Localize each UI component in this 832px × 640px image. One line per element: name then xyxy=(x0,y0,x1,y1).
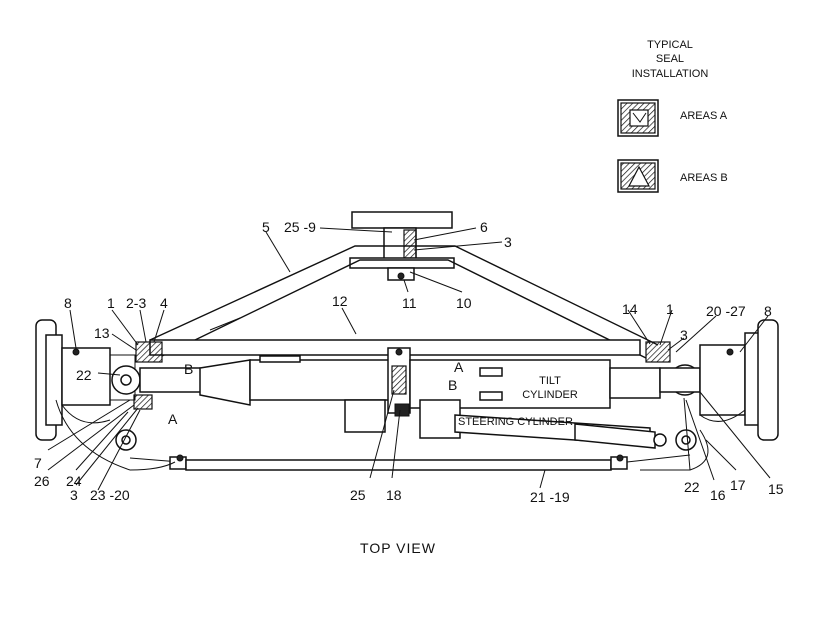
callout-10: 10 xyxy=(456,295,472,311)
legend-title-line-3: INSTALLATION xyxy=(632,68,709,80)
callout-26: 26 xyxy=(34,473,50,489)
steering-cylinder-label: STEERING CYLINDER xyxy=(458,416,573,428)
callout-6: 6 xyxy=(480,219,488,235)
callout-labels: 5 25 -9 6 3 11 10 12 8 1 2-3 4 13 22 B A… xyxy=(34,219,784,505)
a-frame xyxy=(149,245,659,359)
callout-12: 12 xyxy=(332,293,348,309)
legend-areas-a-label: AREAS A xyxy=(680,110,728,122)
seal-b-icon xyxy=(617,159,659,193)
legend-title-line-2: SEAL xyxy=(656,53,684,65)
callout-13: 13 xyxy=(94,325,110,341)
callout-5: 5 xyxy=(262,219,270,235)
callout-14: 14 xyxy=(622,301,638,317)
callout-15: 15 xyxy=(768,481,784,497)
callout-a-left: A xyxy=(168,411,178,427)
legend-areas-b-label: AREAS B xyxy=(680,172,728,184)
callout-7: 7 xyxy=(34,455,42,471)
tilt-cylinder-label-1: TILT xyxy=(539,375,561,387)
steering-cylinder xyxy=(454,414,667,449)
component-labels: TILT CYLINDER STEERING CYLINDER xyxy=(458,375,578,428)
left-knuckle xyxy=(111,341,211,451)
callout-24: 24 xyxy=(66,473,82,489)
leader-lines xyxy=(47,227,771,491)
callout-11: 11 xyxy=(402,295,417,311)
callout-25-9: 25 -9 xyxy=(284,219,316,235)
callout-16: 16 xyxy=(710,487,726,503)
view-caption: TOP VIEW xyxy=(360,540,436,556)
callout-a-center: A xyxy=(454,359,464,375)
callout-25-bottom: 25 xyxy=(350,487,366,503)
callout-18: 18 xyxy=(386,487,402,503)
left-hub xyxy=(35,319,136,441)
tie-rod xyxy=(129,454,691,471)
right-hub xyxy=(645,319,779,451)
callout-17: 17 xyxy=(730,477,746,493)
callout-1-left: 1 xyxy=(107,295,115,311)
seal-a-icon xyxy=(617,99,659,137)
callout-20-27: 20 -27 xyxy=(706,303,746,319)
callout-3-top: 3 xyxy=(504,234,512,250)
callout-3-left: 3 xyxy=(70,487,78,503)
callout-3-right: 3 xyxy=(680,327,688,343)
callout-8-left: 8 xyxy=(64,295,72,311)
center-brackets xyxy=(344,399,461,439)
legend-title-line-1: TYPICAL xyxy=(647,39,693,51)
callout-b-left: B xyxy=(184,361,193,377)
callout-21-19: 21 -19 xyxy=(530,489,570,505)
callout-23-20: 23 -20 xyxy=(90,487,130,503)
callout-8-right: 8 xyxy=(764,303,772,319)
callout-1-right: 1 xyxy=(666,301,674,317)
callout-2-3: 2-3 xyxy=(126,295,146,311)
callout-b-center: B xyxy=(448,377,457,393)
tilt-cylinder-label-2: CYLINDER xyxy=(522,389,578,401)
callout-4: 4 xyxy=(160,295,168,311)
callout-22-left: 22 xyxy=(76,367,92,383)
callout-22-right: 22 xyxy=(684,479,700,495)
seal-legend: TYPICAL SEAL INSTALLATION AREAS A AREAS … xyxy=(617,39,728,193)
